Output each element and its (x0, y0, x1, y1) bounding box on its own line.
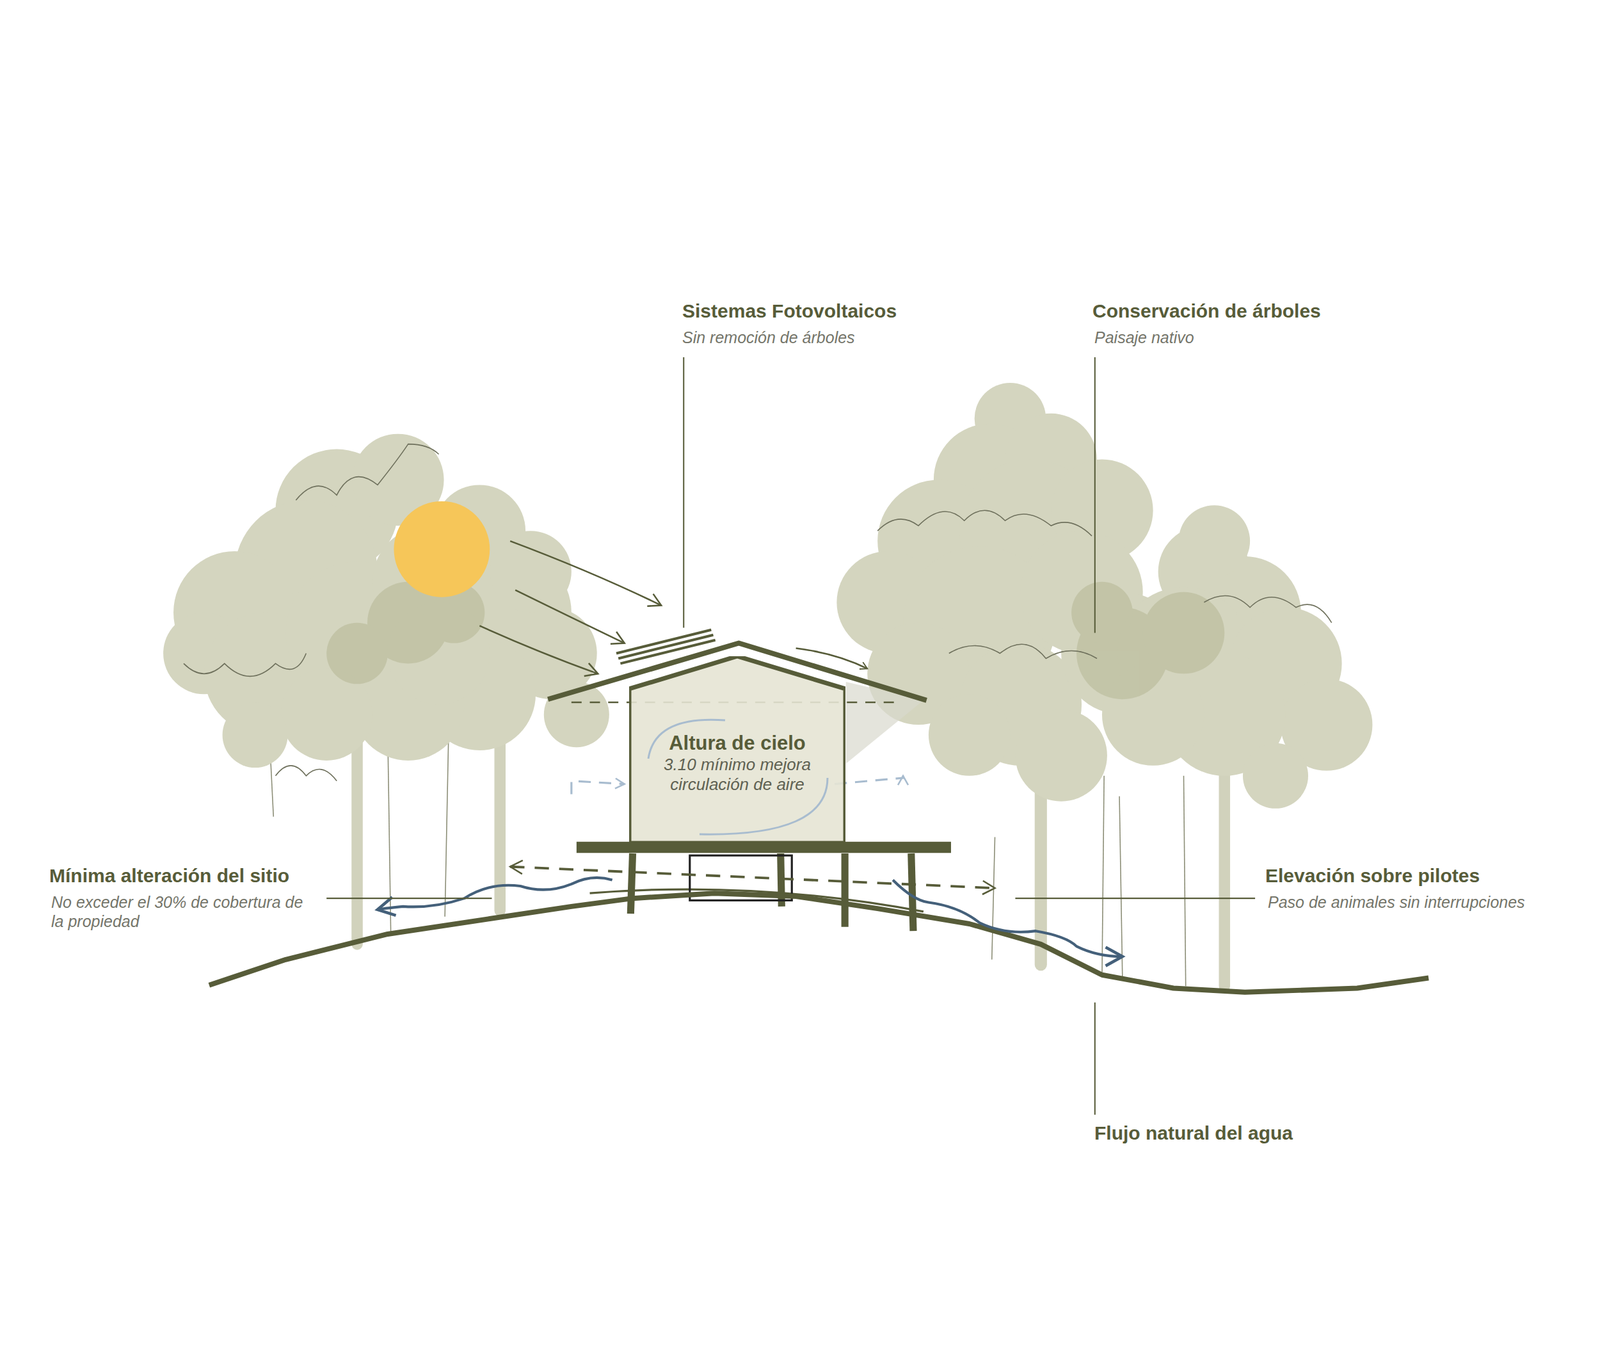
sun-rays (479, 540, 868, 674)
deck (576, 841, 952, 854)
tree-canopy-right (836, 382, 1373, 809)
sun (393, 501, 490, 598)
callout-title: Flujo natural del agua (1094, 1121, 1293, 1145)
tree-canopy-left (163, 433, 610, 768)
photovoltaic-panels (616, 629, 716, 664)
callout-note: No exceder el 30% de cobertura de la pro… (51, 892, 308, 931)
callout-title: Conservación de árboles (1092, 299, 1321, 323)
callout-note: Sin remoción de árboles (682, 327, 856, 347)
animal-passage-arrow (510, 866, 995, 888)
callout-title: Mínima alteración del sitio (49, 864, 290, 888)
leader-lines (326, 357, 1256, 1115)
node-note: 3.10 mínimo mejora circulación de aire (657, 754, 818, 795)
node-heading: Altura de cielo (668, 731, 806, 755)
callout-note: Paso de animales sin interrupciones (1267, 892, 1526, 912)
tree-canopy-shade (326, 581, 485, 684)
house-walls (629, 656, 846, 843)
callout-note: Paisaje nativo (1094, 327, 1195, 347)
callout-title: Elevación sobre pilotes (1265, 864, 1480, 888)
house-volume: Altura de cielo3.10 mínimo mejora circul… (629, 656, 846, 843)
callout-title: Sistemas Fotovoltaicos (682, 299, 897, 323)
piles (630, 853, 914, 931)
house-text: Altura de cielo3.10 mínimo mejora circul… (629, 656, 846, 795)
water-flow (377, 877, 1123, 957)
